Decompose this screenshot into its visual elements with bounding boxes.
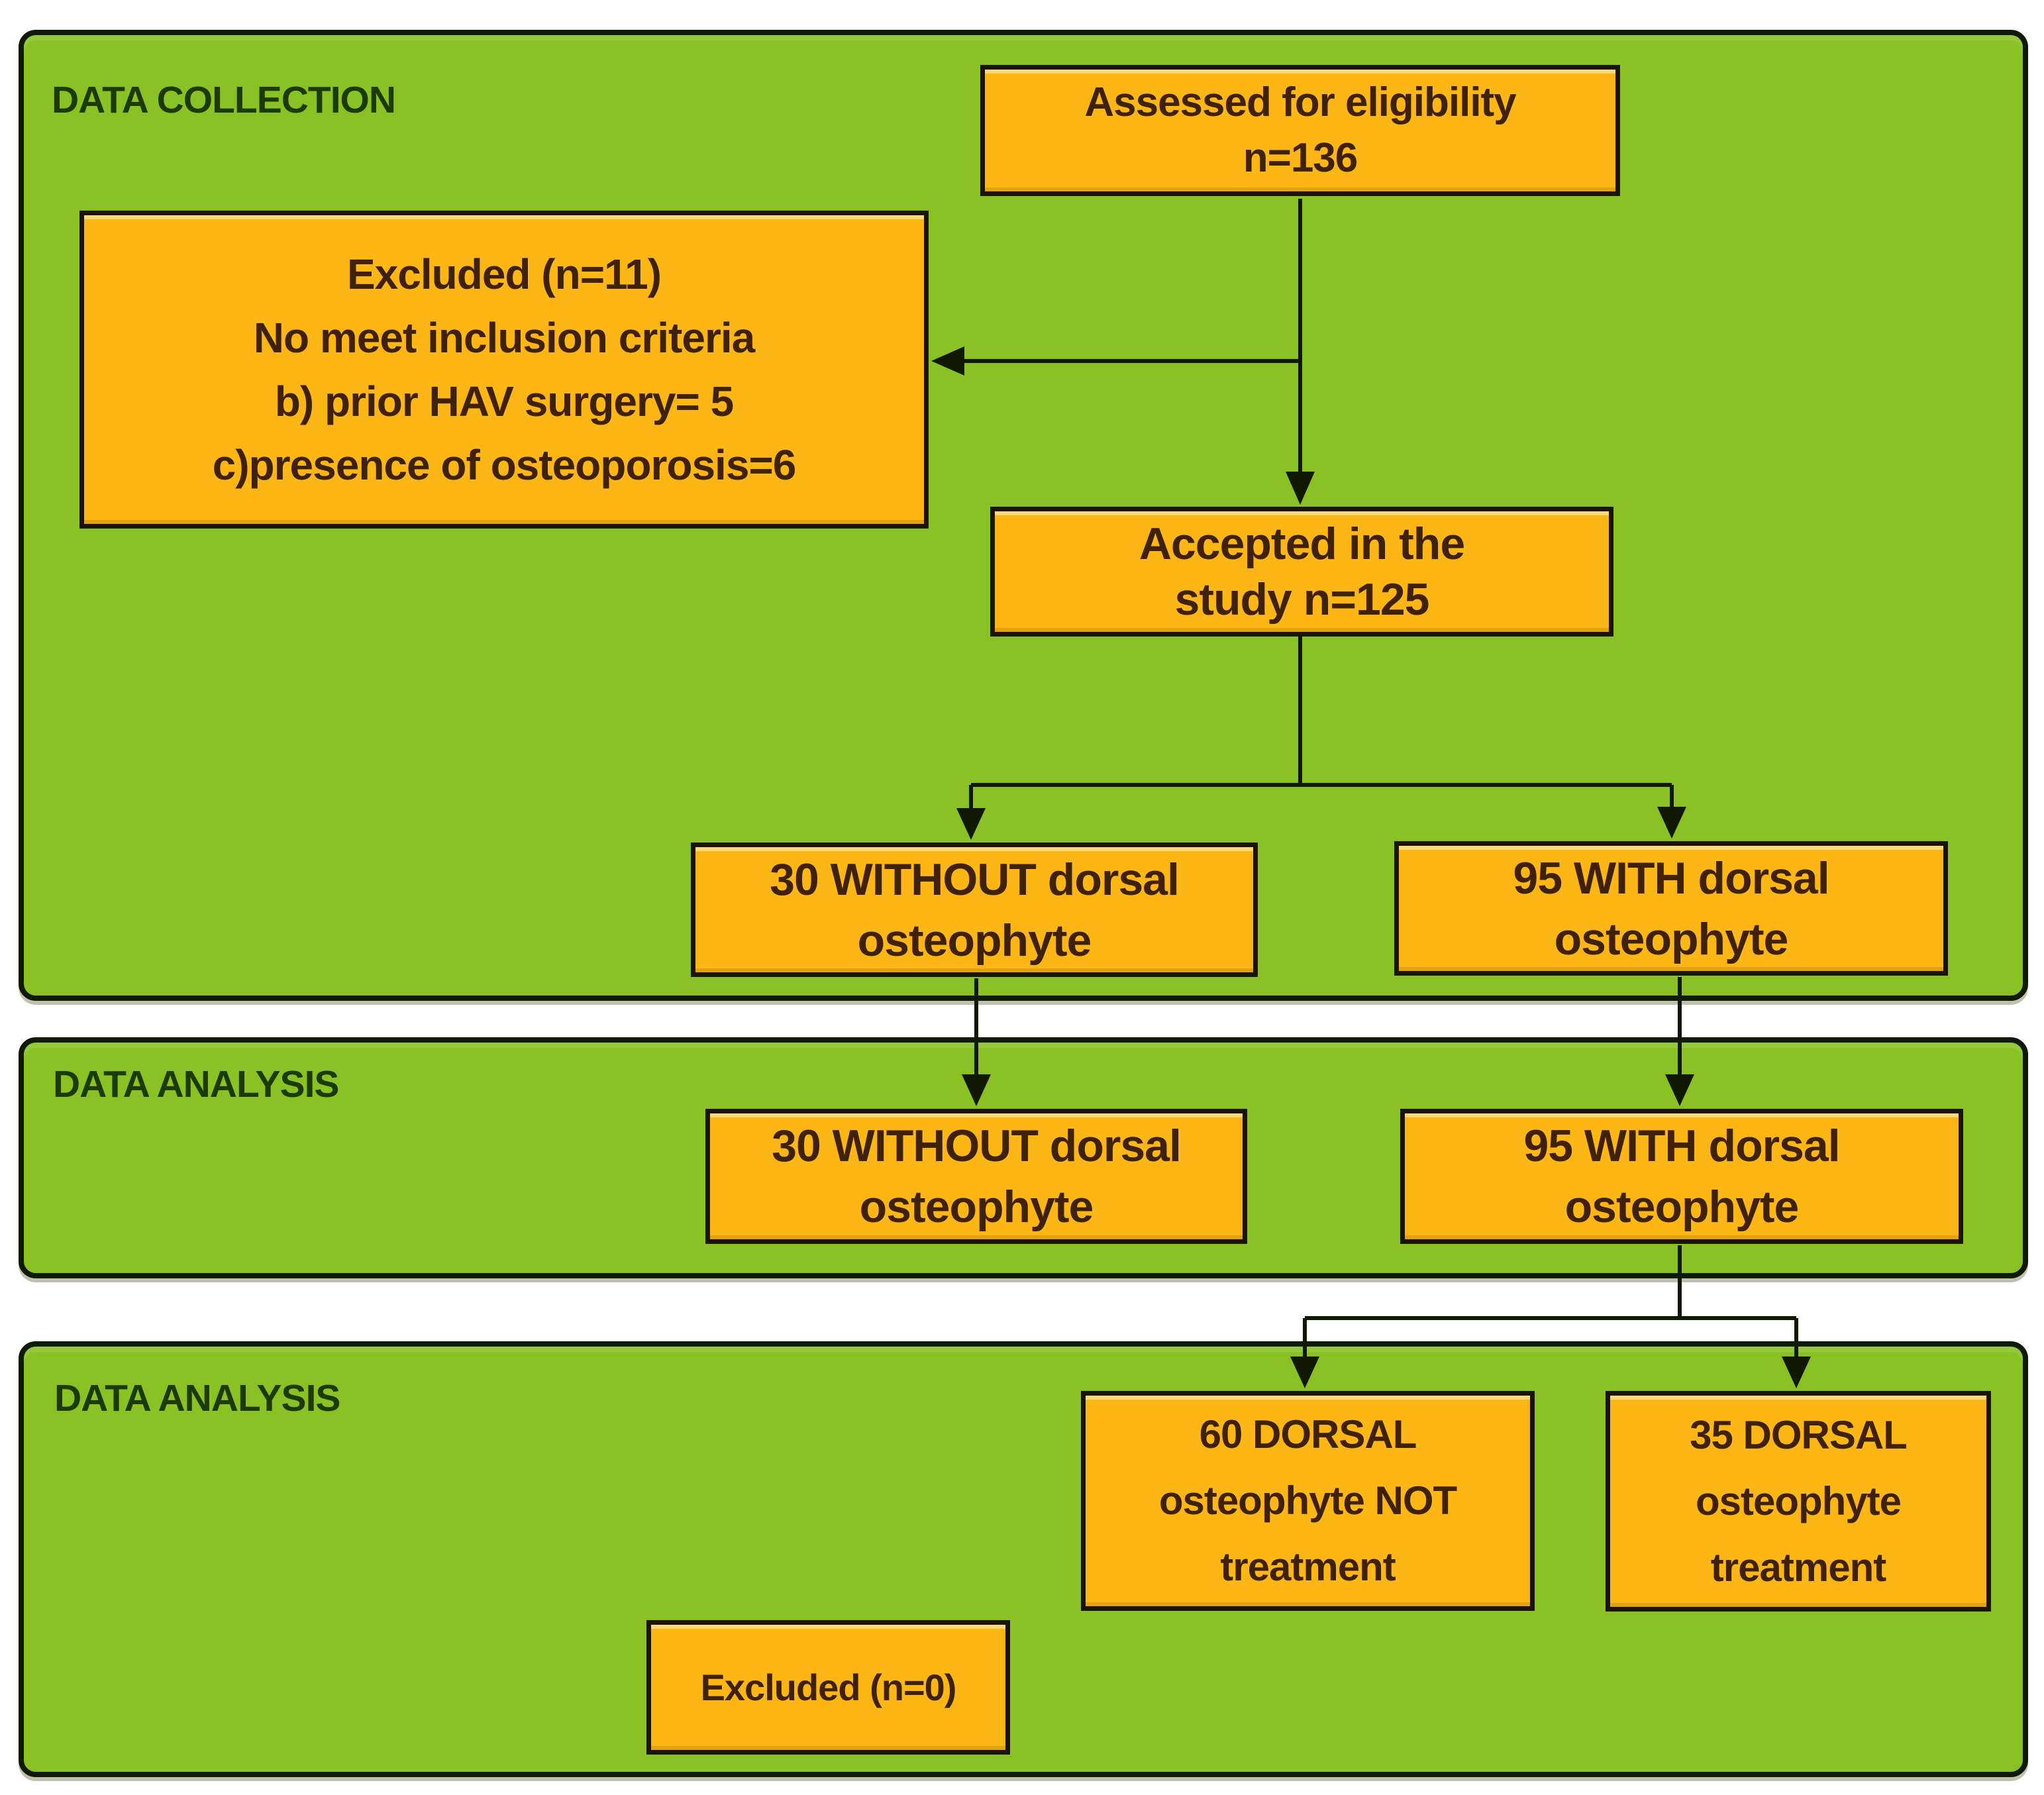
box-line: osteophyte bbox=[1695, 1478, 1902, 1523]
box-line: Accepted in the bbox=[1139, 519, 1465, 569]
box-line: Excluded (n=0) bbox=[700, 1666, 957, 1708]
panel-label-data-analysis-1: DATA ANALYSIS bbox=[53, 1063, 339, 1105]
box-assessed-eligibility: Assessed for eligibility n=136 bbox=[980, 65, 1620, 196]
box-line: b) prior HAV surgery= 5 bbox=[274, 378, 734, 425]
box-osteophyte-treatment: 35 DORSAL osteophyte treatment bbox=[1606, 1391, 1991, 1612]
box-line: Assessed for eligibility bbox=[1084, 79, 1516, 125]
panel-label-data-collection: DATA COLLECTION bbox=[52, 79, 396, 121]
box-line: No meet inclusion criteria bbox=[253, 314, 755, 362]
box-without-osteophyte-analysis: 30 WITHOUT dorsal osteophyte bbox=[705, 1109, 1247, 1244]
box-line: c)presence of osteoporosis=6 bbox=[212, 441, 797, 489]
box-accepted-in-study: Accepted in the study n=125 bbox=[990, 507, 1613, 637]
box-line: osteophyte bbox=[1564, 1182, 1800, 1232]
box-line: osteophyte bbox=[1554, 913, 1789, 964]
box-line: 30 WITHOUT dorsal bbox=[772, 1121, 1182, 1171]
box-line: study n=125 bbox=[1174, 574, 1430, 625]
box-line: 95 WITH dorsal bbox=[1513, 852, 1829, 903]
box-line: Excluded (n=11) bbox=[346, 250, 662, 298]
box-line: treatment bbox=[1710, 1545, 1886, 1590]
box-osteophyte-not-treatment: 60 DORSAL osteophyte NOT treatment bbox=[1081, 1391, 1535, 1611]
box-line: treatment bbox=[1220, 1545, 1396, 1589]
box-line: 95 WITH dorsal bbox=[1523, 1121, 1840, 1171]
box-without-osteophyte-collection: 30 WITHOUT dorsal osteophyte bbox=[691, 843, 1258, 977]
box-line: 35 DORSAL bbox=[1690, 1412, 1908, 1457]
box-excluded-n0: Excluded (n=0) bbox=[646, 1620, 1010, 1755]
box-line: osteophyte NOT bbox=[1158, 1478, 1457, 1523]
box-line: 30 WITHOUT dorsal bbox=[770, 854, 1180, 905]
box-line: n=136 bbox=[1243, 135, 1358, 181]
box-line: osteophyte bbox=[857, 915, 1092, 966]
box-line: osteophyte bbox=[859, 1182, 1094, 1232]
panel-label-data-analysis-2: DATA ANALYSIS bbox=[54, 1377, 340, 1419]
box-with-osteophyte-collection: 95 WITH dorsal osteophyte bbox=[1394, 841, 1948, 976]
box-with-osteophyte-analysis: 95 WITH dorsal osteophyte bbox=[1400, 1109, 1963, 1244]
box-line: 60 DORSAL bbox=[1199, 1412, 1417, 1457]
box-excluded-n11: Excluded (n=11) No meet inclusion criter… bbox=[79, 211, 929, 529]
